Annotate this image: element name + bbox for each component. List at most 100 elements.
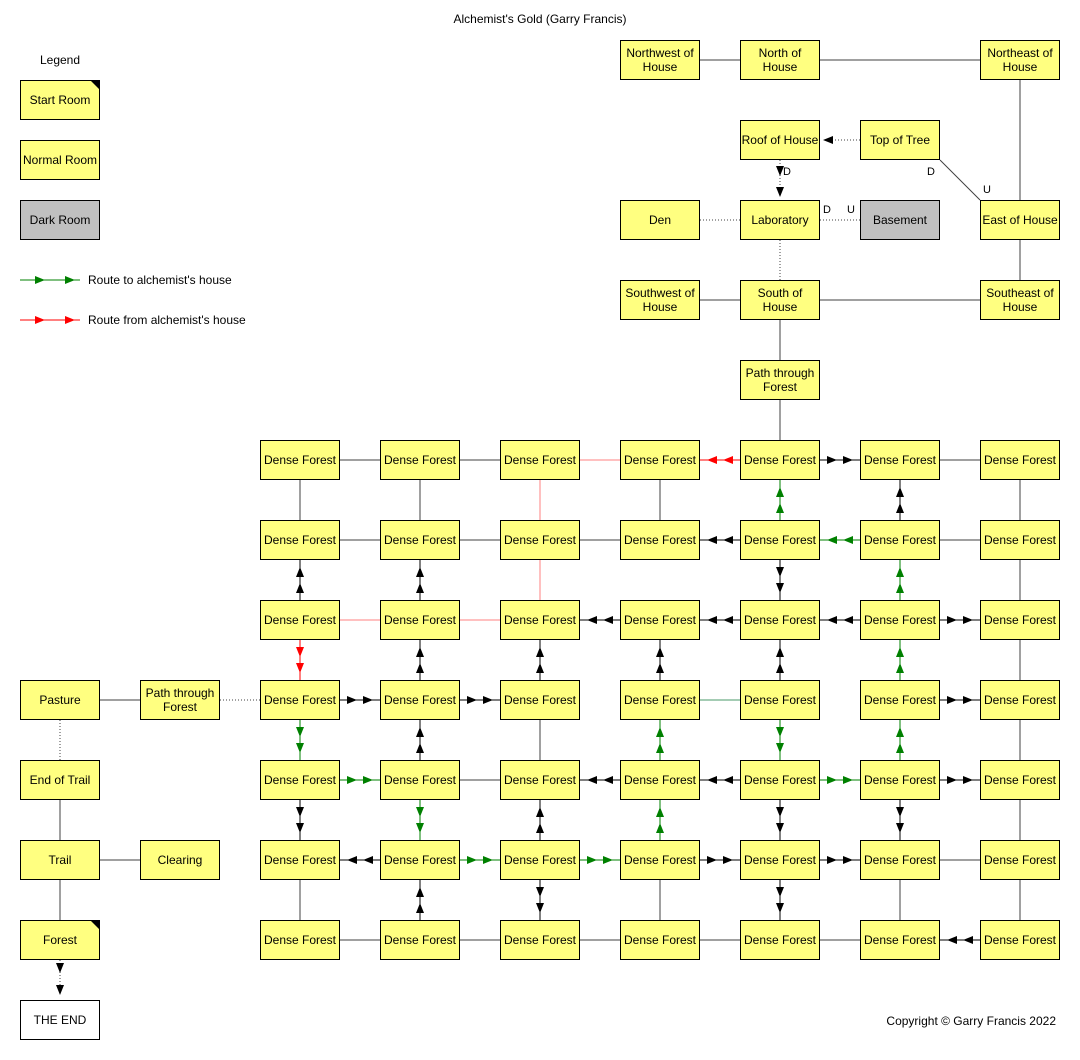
room-dense-forest-r4-c7[interactable]: Dense Forest — [980, 680, 1060, 720]
room-dense-forest-r7-c7[interactable]: Dense Forest — [980, 920, 1060, 960]
arrowhead-163 — [296, 743, 304, 753]
room-dense-forest-r5-c2[interactable]: Dense Forest — [380, 760, 460, 800]
room-southwest-of-house[interactable]: Southwest of House — [620, 280, 700, 320]
room-dense-forest-r6-c1[interactable]: Dense Forest — [260, 840, 340, 880]
room-dense-forest-r2-c2[interactable]: Dense Forest — [380, 520, 460, 560]
room-dense-forest-r3-c5[interactable]: Dense Forest — [740, 600, 820, 640]
room-dense-forest-r3-c6[interactable]: Dense Forest — [860, 600, 940, 640]
room-south-of-house[interactable]: South of House — [740, 280, 820, 320]
arrowhead-177 — [656, 823, 664, 833]
room-dense-forest-r1-c1[interactable]: Dense Forest — [260, 440, 340, 480]
arrowhead-88 — [707, 616, 717, 624]
room-laboratory[interactable]: Laboratory — [740, 200, 820, 240]
room-dense-forest-r5-c4[interactable]: Dense Forest — [620, 760, 700, 800]
arrowhead-198 — [843, 536, 853, 544]
room-north-of-house[interactable]: North of House — [740, 40, 820, 80]
room-clearing[interactable]: Clearing — [140, 840, 220, 880]
arrowhead-205 — [707, 456, 717, 464]
arrowhead-136 — [776, 823, 784, 833]
room-den[interactable]: Den — [620, 200, 700, 240]
room-dense-forest-r2-c4[interactable]: Dense Forest — [620, 520, 700, 560]
room-dense-forest-r4-c3[interactable]: Dense Forest — [500, 680, 580, 720]
room-dense-forest-r6-c6[interactable]: Dense Forest — [860, 840, 940, 880]
arrowhead-70 — [707, 536, 717, 544]
room-dense-forest-r2-c1[interactable]: Dense Forest — [260, 520, 340, 560]
room-dense-forest-r1-c4[interactable]: Dense Forest — [620, 440, 700, 480]
arrowhead-103 — [483, 696, 493, 704]
room-dense-forest-r5-c1[interactable]: Dense Forest — [260, 760, 340, 800]
room-dense-forest-r7-c5[interactable]: Dense Forest — [740, 920, 820, 960]
arrowhead-75 — [896, 503, 904, 513]
room-dense-forest-r3-c2[interactable]: Dense Forest — [380, 600, 460, 640]
arrowhead-147 — [707, 856, 717, 864]
room-top-of-tree[interactable]: Top of Tree — [860, 120, 940, 160]
arrowhead-139 — [347, 856, 357, 864]
room-dense-forest-r1-c7[interactable]: Dense Forest — [980, 440, 1060, 480]
room-dense-forest-r5-c5[interactable]: Dense Forest — [740, 760, 820, 800]
room-dense-forest-r6-c4[interactable]: Dense Forest — [620, 840, 700, 880]
room-dense-forest-r4-c2[interactable]: Dense Forest — [380, 680, 460, 720]
room-trail[interactable]: Trail — [20, 840, 100, 880]
room-dense-forest-r3-c4[interactable]: Dense Forest — [620, 600, 700, 640]
arrowhead-193 — [896, 647, 904, 657]
arrowhead-13 — [823, 136, 833, 144]
room-dense-forest-r6-c7[interactable]: Dense Forest — [980, 840, 1060, 880]
room-end-of-trail[interactable]: End of Trail — [20, 760, 100, 800]
room-path-through-forest-west[interactable]: Path through Forest — [140, 680, 220, 720]
room-dense-forest-r3-c3[interactable]: Dense Forest — [500, 600, 580, 640]
room-dense-forest-r2-c7[interactable]: Dense Forest — [980, 520, 1060, 560]
room-dense-forest-r4-c5[interactable]: Dense Forest — [740, 680, 820, 720]
room-northwest-of-house[interactable]: Northwest of House — [620, 40, 700, 80]
room-southeast-of-house[interactable]: Southeast of House — [980, 280, 1060, 320]
dir-label-up-basement: U — [847, 204, 855, 216]
room-the-end[interactable]: THE END — [20, 1000, 100, 1040]
arrowhead-15 — [776, 166, 784, 176]
room-dense-forest-r1-c5[interactable]: Dense Forest — [740, 440, 820, 480]
arrowhead-166 — [363, 776, 373, 784]
room-dense-forest-r5-c3[interactable]: Dense Forest — [500, 760, 580, 800]
room-dense-forest-r1-c2[interactable]: Dense Forest — [380, 440, 460, 480]
arrowhead-151 — [843, 856, 853, 864]
arrowhead-175 — [603, 856, 613, 864]
room-dense-forest-r7-c4[interactable]: Dense Forest — [620, 920, 700, 960]
arrowhead-25 — [56, 985, 64, 995]
room-pasture[interactable]: Pasture — [20, 680, 100, 720]
room-dense-forest-r2-c5[interactable]: Dense Forest — [740, 520, 820, 560]
arrowhead-174 — [587, 856, 597, 864]
room-dense-forest-r7-c1[interactable]: Dense Forest — [260, 920, 340, 960]
room-forest[interactable]: Forest — [20, 920, 100, 960]
room-dense-forest-r2-c6[interactable]: Dense Forest — [860, 520, 940, 560]
arrowhead-148 — [723, 856, 733, 864]
room-dense-forest-r4-c6[interactable]: Dense Forest — [860, 680, 940, 720]
arrowhead-106 — [536, 647, 544, 657]
room-dense-forest-r4-c1[interactable]: Dense Forest — [260, 680, 340, 720]
room-dense-forest-r3-c1[interactable]: Dense Forest — [260, 600, 340, 640]
room-dense-forest-r6-c2[interactable]: Dense Forest — [380, 840, 460, 880]
room-dense-forest-r1-c6[interactable]: Dense Forest — [860, 440, 940, 480]
room-northeast-of-house[interactable]: Northeast of House — [980, 40, 1060, 80]
arrowhead-91 — [827, 616, 837, 624]
room-dense-forest-r5-c7[interactable]: Dense Forest — [980, 760, 1060, 800]
arrowhead-168 — [416, 807, 424, 817]
copyright: Copyright © Garry Francis 2022 — [886, 1014, 1056, 1028]
room-path-through-forest-north[interactable]: Path through Forest — [740, 360, 820, 400]
room-dense-forest-r6-c3[interactable]: Dense Forest — [500, 840, 580, 880]
dir-label-down-tree: D — [927, 166, 935, 178]
room-basement[interactable]: Basement — [860, 200, 940, 240]
room-dense-forest-r1-c3[interactable]: Dense Forest — [500, 440, 580, 480]
arrowhead-28 — [65, 276, 75, 284]
room-dense-forest-r7-c2[interactable]: Dense Forest — [380, 920, 460, 960]
room-east-of-house[interactable]: East of House — [980, 200, 1060, 240]
arrowhead-150 — [827, 856, 837, 864]
room-dense-forest-r2-c3[interactable]: Dense Forest — [500, 520, 580, 560]
arrowhead-109 — [656, 647, 664, 657]
room-dense-forest-r6-c5[interactable]: Dense Forest — [740, 840, 820, 880]
room-dense-forest-r7-c3[interactable]: Dense Forest — [500, 920, 580, 960]
room-dense-forest-r4-c4[interactable]: Dense Forest — [620, 680, 700, 720]
room-roof-of-house[interactable]: Roof of House — [740, 120, 820, 160]
room-dense-forest-r5-c6[interactable]: Dense Forest — [860, 760, 940, 800]
room-dense-forest-r7-c6[interactable]: Dense Forest — [860, 920, 940, 960]
arrowhead-121 — [416, 727, 424, 737]
room-dense-forest-r3-c7[interactable]: Dense Forest — [980, 600, 1060, 640]
arrowhead-141 — [536, 823, 544, 833]
